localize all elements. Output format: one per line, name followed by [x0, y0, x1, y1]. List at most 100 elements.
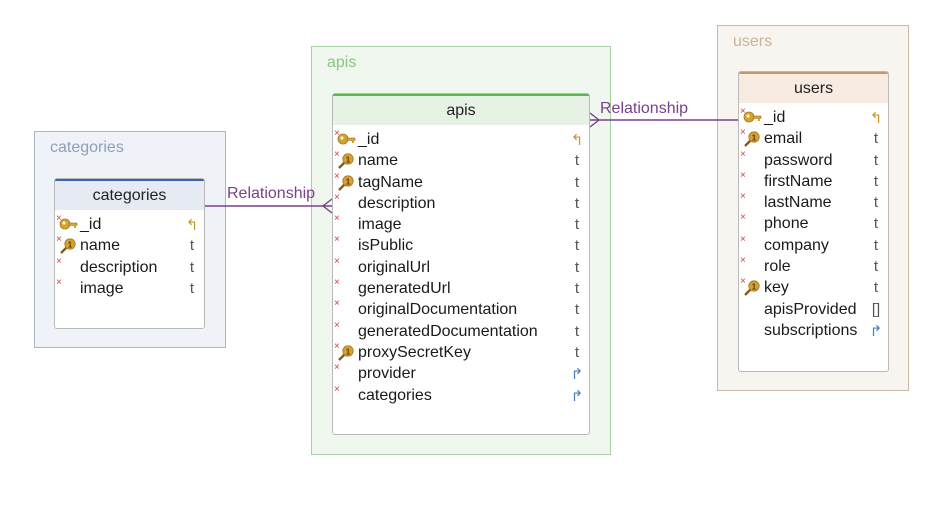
field-name: password — [764, 151, 833, 169]
field-name: originalUrl — [358, 258, 431, 276]
field-row-_id[interactable]: ×_id ↰ — [333, 129, 589, 150]
table-header-users[interactable]: users — [739, 72, 888, 103]
unique-key-icon: 1 — [338, 174, 354, 191]
field-name: categories — [358, 386, 432, 404]
field-type: t — [873, 279, 879, 297]
field-type: t — [873, 130, 879, 148]
unique-key-icon: 1 — [744, 131, 760, 148]
field-type: ↰ — [869, 110, 883, 127]
required-marker-icon: × — [334, 362, 340, 374]
field-name: subscriptions — [764, 321, 858, 339]
unique-key-icon: 1 — [338, 153, 354, 170]
field-marker: × — [56, 256, 80, 277]
field-name: image — [358, 216, 402, 234]
required-marker-icon: × — [56, 276, 62, 288]
field-name: tagName — [358, 173, 423, 191]
field-marker: × — [334, 299, 358, 319]
field-type: t — [574, 280, 580, 298]
field-name: _id — [358, 131, 380, 148]
field-marker: ×1 — [334, 150, 358, 170]
relationship-label-categories-apis[interactable]: Relationship — [227, 185, 316, 202]
field-row-name[interactable]: × 1 name t — [55, 235, 204, 256]
field-row-phone[interactable]: × phone t — [739, 213, 888, 234]
field-type: t — [574, 258, 580, 276]
field-type: t — [873, 194, 879, 212]
group-title-categories: categories — [50, 139, 124, 156]
field-type: t — [574, 301, 580, 319]
required-marker-icon: × — [334, 383, 340, 395]
required-marker-icon: × — [334, 191, 340, 203]
field-row-provider[interactable]: ×provider↱ — [333, 363, 589, 384]
field-marker: × — [334, 129, 358, 149]
field-type: t — [574, 152, 580, 170]
field-row-subscriptions[interactable]: subscriptions↱ — [739, 320, 888, 341]
field-row-categories[interactable]: × categories ↱ — [333, 383, 589, 406]
field-name: email — [764, 130, 803, 148]
field-marker: × — [334, 234, 358, 255]
field-type: t — [574, 322, 580, 340]
svg-text:1: 1 — [752, 134, 757, 143]
field-type: t — [873, 258, 879, 276]
field-name: name — [80, 237, 121, 255]
field-row-originaldocumentation[interactable]: ×originalDocumentation t — [333, 299, 589, 320]
required-marker-icon: × — [740, 233, 746, 245]
field-type: ↱ — [570, 387, 584, 405]
required-marker-icon: × — [56, 234, 62, 246]
field-row-apisprovided[interactable]: apisProvided[] — [739, 299, 888, 320]
field-type: t — [873, 215, 879, 233]
field-type: t — [873, 236, 879, 254]
field-type: [] — [871, 300, 881, 318]
field-name: key — [764, 279, 789, 297]
crowfoot-icon — [589, 112, 601, 128]
field-marker — [740, 321, 764, 340]
required-marker-icon: × — [740, 212, 746, 224]
field-type: ↰ — [570, 132, 584, 149]
primary-key-icon — [59, 218, 78, 230]
field-type: t — [574, 237, 580, 255]
required-marker-icon: × — [334, 170, 340, 182]
field-row-originalurl[interactable]: × originalUrl t — [333, 255, 589, 278]
table-header-categories[interactable]: categories — [55, 179, 204, 210]
table-header-apis[interactable]: apis — [333, 94, 589, 125]
crowfoot-icon — [321, 198, 333, 214]
required-marker-icon: × — [56, 213, 62, 224]
group-title-users: users — [733, 33, 773, 50]
field-marker: × — [740, 192, 764, 212]
field-type: t — [873, 172, 879, 190]
field-row-_id[interactable]: ×_id↰ — [739, 107, 888, 128]
field-row-_id[interactable]: ×_id↰ — [55, 214, 204, 235]
field-marker: × — [740, 256, 764, 276]
relationship-label-apis-users[interactable]: Relationship — [600, 100, 689, 117]
field-name: phone — [764, 215, 809, 233]
field-name: originalDocumentation — [358, 301, 518, 319]
required-marker-icon: × — [740, 106, 746, 117]
field-marker: × — [740, 106, 764, 127]
field-name: name — [358, 152, 399, 170]
field-type: t — [189, 237, 195, 255]
required-marker-icon: × — [334, 234, 340, 246]
svg-text:1: 1 — [68, 241, 73, 250]
required-marker-icon: × — [334, 255, 340, 267]
required-marker-icon: × — [740, 276, 746, 288]
